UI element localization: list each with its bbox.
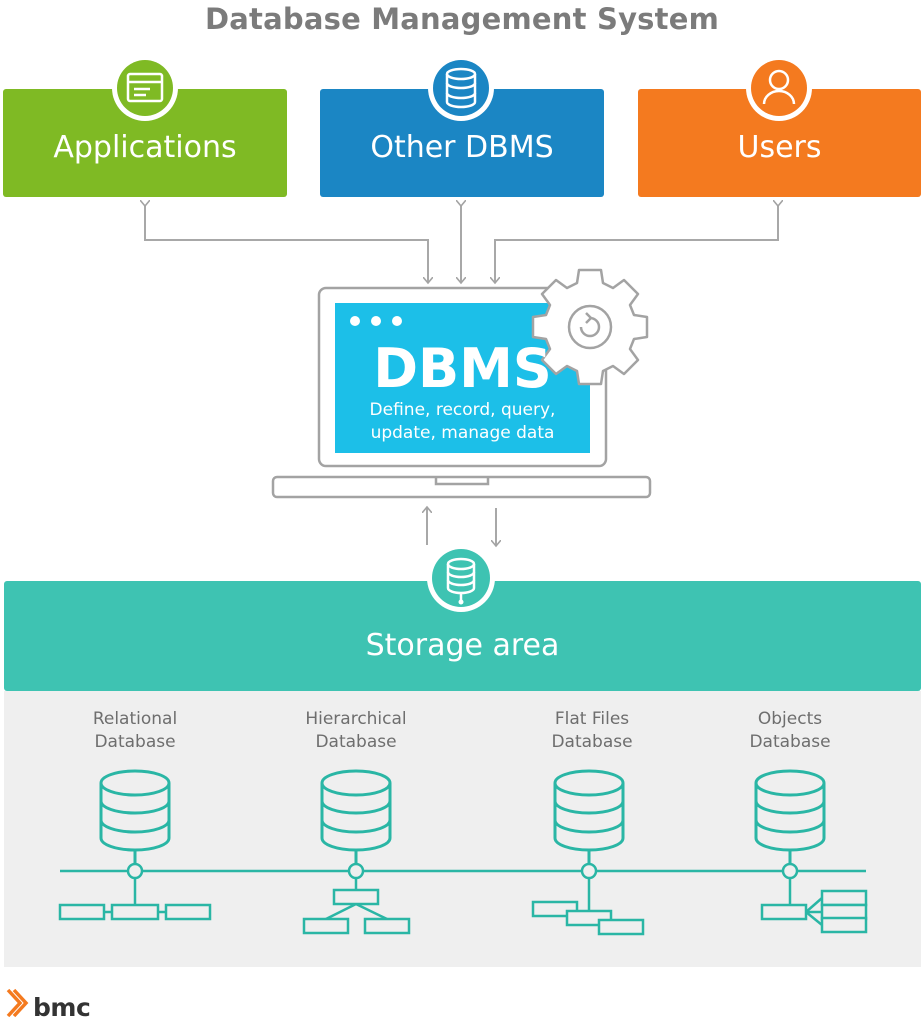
relational-database-icon	[99, 769, 171, 864]
dbms-description: Define, record, query, update, manage da…	[335, 399, 590, 445]
users-label: Users	[737, 129, 822, 165]
bmc-logo-text: bmc	[33, 993, 91, 1022]
bmc-logo-icon	[6, 988, 29, 1018]
hierarchical-database-label: Hierarchical Database	[305, 709, 407, 752]
arrow-applications-dbms	[145, 205, 428, 282]
flat-files-database-icon	[553, 769, 625, 864]
laptop-icon	[271, 286, 652, 499]
hierarchical-structure-icon	[302, 878, 411, 935]
database-icon	[428, 55, 494, 121]
user-icon	[746, 55, 812, 121]
storage-area-box: Storage area	[4, 581, 921, 691]
flat-files-structure-icon	[531, 878, 645, 936]
objects-database-icon	[754, 769, 826, 864]
relational-database-label: Relational Database	[92, 709, 178, 752]
applications-label: Applications	[53, 129, 237, 165]
dbms-title: DBMS	[373, 337, 552, 400]
bus-nodes	[126, 862, 799, 880]
connector-arrows	[145, 205, 778, 545]
gear-icon	[531, 268, 649, 386]
other-dbms-label: Other DBMS	[370, 129, 554, 165]
relational-structure-icon	[58, 878, 212, 921]
storage-area-label: Storage area	[365, 627, 560, 663]
objects-database-label: Objects Database	[749, 709, 831, 752]
page-title: Database Management System	[205, 2, 719, 36]
dbms-description-line2: update, manage data	[370, 423, 555, 443]
objects-structure-icon	[760, 878, 868, 934]
flat-files-database-label: Flat Files Database	[551, 709, 633, 752]
dbms-description-line1: Define, record, query,	[369, 400, 556, 420]
storage-database-icon	[427, 544, 495, 612]
hierarchical-database-icon	[320, 769, 392, 864]
window-icon	[112, 55, 178, 121]
arrow-users-dbms	[495, 205, 778, 282]
